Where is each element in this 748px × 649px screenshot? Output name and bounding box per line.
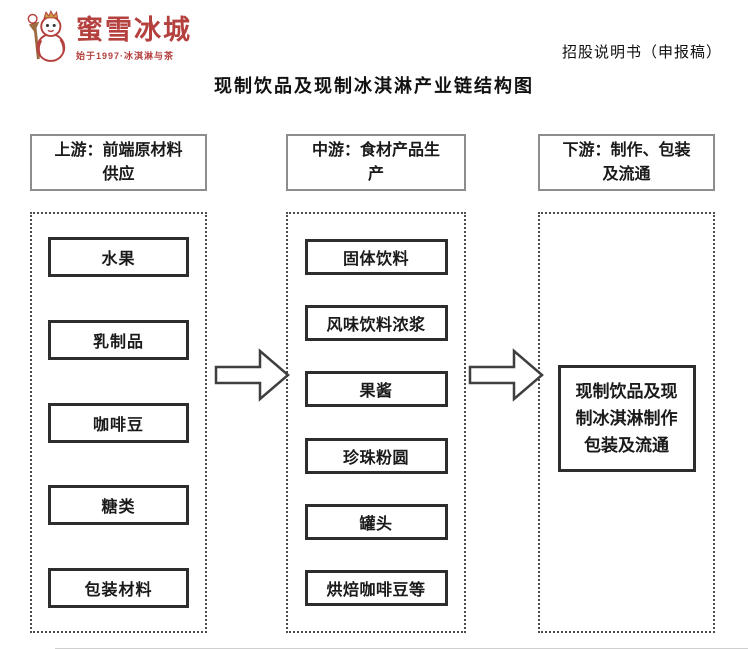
column-midstream: 中游：食材产品生 产 固体饮料 风味饮料浓浆 果酱 珍珠粉圆 罐头 烘焙咖啡豆等 — [286, 134, 466, 633]
stage-header-upstream: 上游：前端原材料 供应 — [30, 134, 207, 191]
page-title: 现制饮品及现制冰淇淋产业链结构图 — [214, 76, 534, 96]
item-sugars: 糖类 — [48, 485, 189, 526]
stage-header-line: 下游：制作、包装 — [562, 142, 691, 160]
item-coffee-beans: 咖啡豆 — [48, 402, 189, 443]
item-packaging-materials: 包装材料 — [48, 568, 189, 608]
logo-tagline: 始于1997·冰淇淋与茶 — [76, 50, 175, 61]
column-downstream: 下游：制作、包装 及流通 现制饮品及现 制冰淇淋制作 包装及流通 — [538, 134, 715, 633]
stage-header-downstream: 下游：制作、包装 及流通 — [538, 134, 715, 191]
item-fruit: 水果 — [48, 237, 189, 277]
flow-arrow-upstream-to-midstream-icon — [214, 348, 290, 402]
stage-header-midstream: 中游：食材产品生 产 — [286, 134, 466, 191]
downstream-box-line: 包装及流通 — [584, 436, 669, 456]
stage-header-line: 产 — [367, 165, 384, 183]
logo-area: 蜜雪冰城 始于1997·冰淇淋与茶 — [24, 10, 192, 64]
doc-type-label: 招股说明书（申报稿） — [561, 45, 722, 61]
item-solid-beverage: 固体饮料 — [304, 239, 448, 275]
mixue-mascot-icon — [27, 10, 66, 62]
item-roasted-coffee-beans: 烘焙咖啡豆等 — [304, 569, 448, 606]
stage-header-line: 上游：前端原材料 — [54, 142, 183, 160]
column-upstream: 上游：前端原材料 供应 水果 乳制品 咖啡豆 糖类 包装材料 — [30, 134, 207, 633]
item-jam: 果酱 — [304, 371, 448, 408]
downstream-box-line: 现制饮品及现 — [575, 381, 678, 401]
dashed-container-upstream: 水果 乳制品 咖啡豆 糖类 包装材料 — [30, 212, 207, 633]
logo-name: 蜜雪冰城 — [76, 15, 192, 45]
item-tapioca-pearls: 珍珠粉圆 — [304, 437, 448, 474]
stage-header-line: 中游：食材产品生 — [311, 142, 440, 160]
dashed-container-midstream: 固体饮料 风味饮料浓浆 果酱 珍珠粉圆 罐头 烘焙咖啡豆等 — [286, 212, 466, 633]
item-canned-food: 罐头 — [304, 503, 448, 540]
downstream-production-box: 现制饮品及现 制冰淇淋制作 包装及流通 — [557, 364, 696, 473]
item-flavored-beverage-concentrate: 风味饮料浓浆 — [304, 305, 448, 342]
flow-arrow-midstream-to-downstream-icon — [468, 348, 544, 402]
stage-header-line: 供应 — [102, 165, 135, 183]
dashed-container-downstream: 现制饮品及现 制冰淇淋制作 包装及流通 — [538, 212, 715, 633]
item-dairy: 乳制品 — [48, 319, 189, 360]
downstream-box-line: 制冰淇淋制作 — [575, 408, 678, 428]
logo-text-block: 蜜雪冰城 始于1997·冰淇淋与茶 — [76, 10, 192, 62]
stage-header-line: 及流通 — [602, 165, 651, 183]
